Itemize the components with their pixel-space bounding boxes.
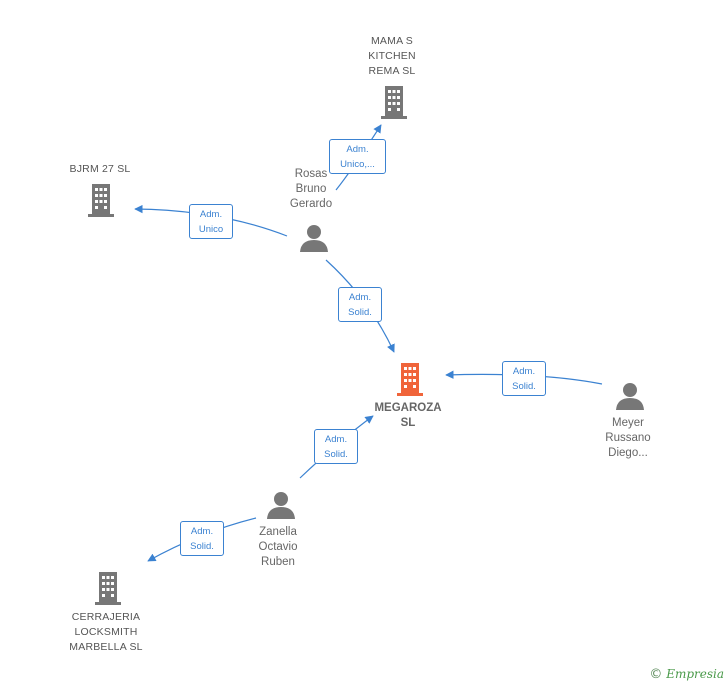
edge-badge-meyer-megaroza[interactable]: Adm. Solid.	[502, 361, 546, 396]
edge-badge-rosas-mama[interactable]: Adm. Unico,...	[329, 139, 386, 174]
edge-badge-zanella-megaroza[interactable]: Adm. Solid.	[314, 429, 358, 464]
node-label-megaroza[interactable]: MEGAROZA SL	[374, 402, 442, 429]
copyright-icon: ©	[649, 667, 663, 682]
footer-brand: © Empresia	[649, 667, 724, 682]
building-icon[interactable]	[93, 570, 123, 606]
person-icon[interactable]	[614, 380, 646, 412]
building-icon[interactable]	[86, 182, 116, 218]
node-label-zanella-octavio-ruben[interactable]: Zanella Octavio Ruben	[258, 526, 298, 568]
edge-badge-rosas-megaroza[interactable]: Adm. Solid.	[338, 287, 382, 322]
person-icon[interactable]	[265, 489, 297, 521]
person-icon[interactable]	[298, 222, 330, 254]
node-label-cerrajeria-locksmith[interactable]: CERRAJERIA LOCKSMITH MARBELLA SL	[69, 611, 143, 653]
edge-badge-zanella-cerrajeria[interactable]: Adm. Solid.	[180, 521, 224, 556]
node-label-meyer-russano-diego[interactable]: Meyer Russano Diego...	[605, 417, 651, 459]
node-label-mama-s-kitchen[interactable]: MAMA S KITCHEN REMA SL	[368, 35, 416, 77]
building-icon-focus[interactable]	[395, 361, 425, 397]
edge-badge-rosas-bjrm[interactable]: Adm. Unico	[189, 204, 233, 239]
building-icon[interactable]	[379, 84, 409, 120]
node-label-bjrm-27[interactable]: BJRM 27 SL	[69, 163, 131, 175]
brand-name: Empresia	[666, 667, 724, 681]
node-label-rosas-bruno-gerardo[interactable]: Rosas Bruno Gerardo	[289, 168, 333, 210]
